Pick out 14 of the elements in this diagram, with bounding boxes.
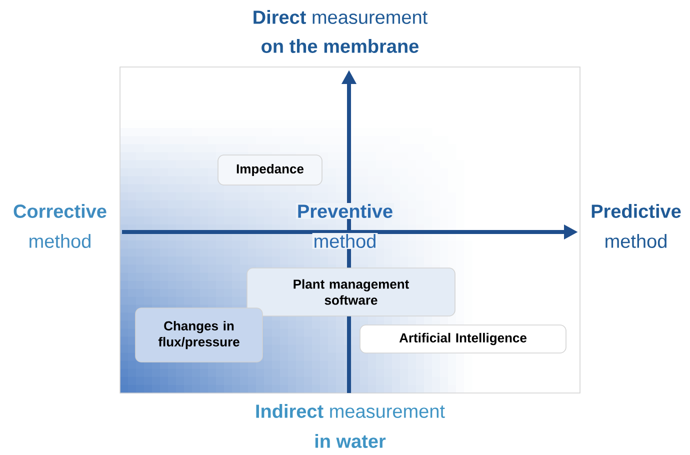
method-box: Changes in flux/pressure bbox=[135, 308, 263, 362]
axis-label: in water bbox=[315, 434, 386, 448]
axis-label: on the membrane bbox=[262, 39, 419, 53]
axis-label: method bbox=[312, 233, 378, 249]
method-box: Artificial Intelligence bbox=[360, 324, 566, 354]
method-box: Impedance bbox=[218, 154, 322, 186]
axis-label: Preventive bbox=[296, 203, 394, 219]
axis-label: Predictive bbox=[592, 204, 681, 218]
axis-label: method bbox=[606, 234, 666, 248]
axis-label: Corrective bbox=[14, 204, 106, 218]
method-box: Plant management software bbox=[246, 268, 456, 316]
axis-label: Indirect measurement bbox=[256, 404, 445, 418]
axis-label: Direct measurement bbox=[254, 10, 428, 24]
axis-label: method bbox=[30, 234, 90, 248]
